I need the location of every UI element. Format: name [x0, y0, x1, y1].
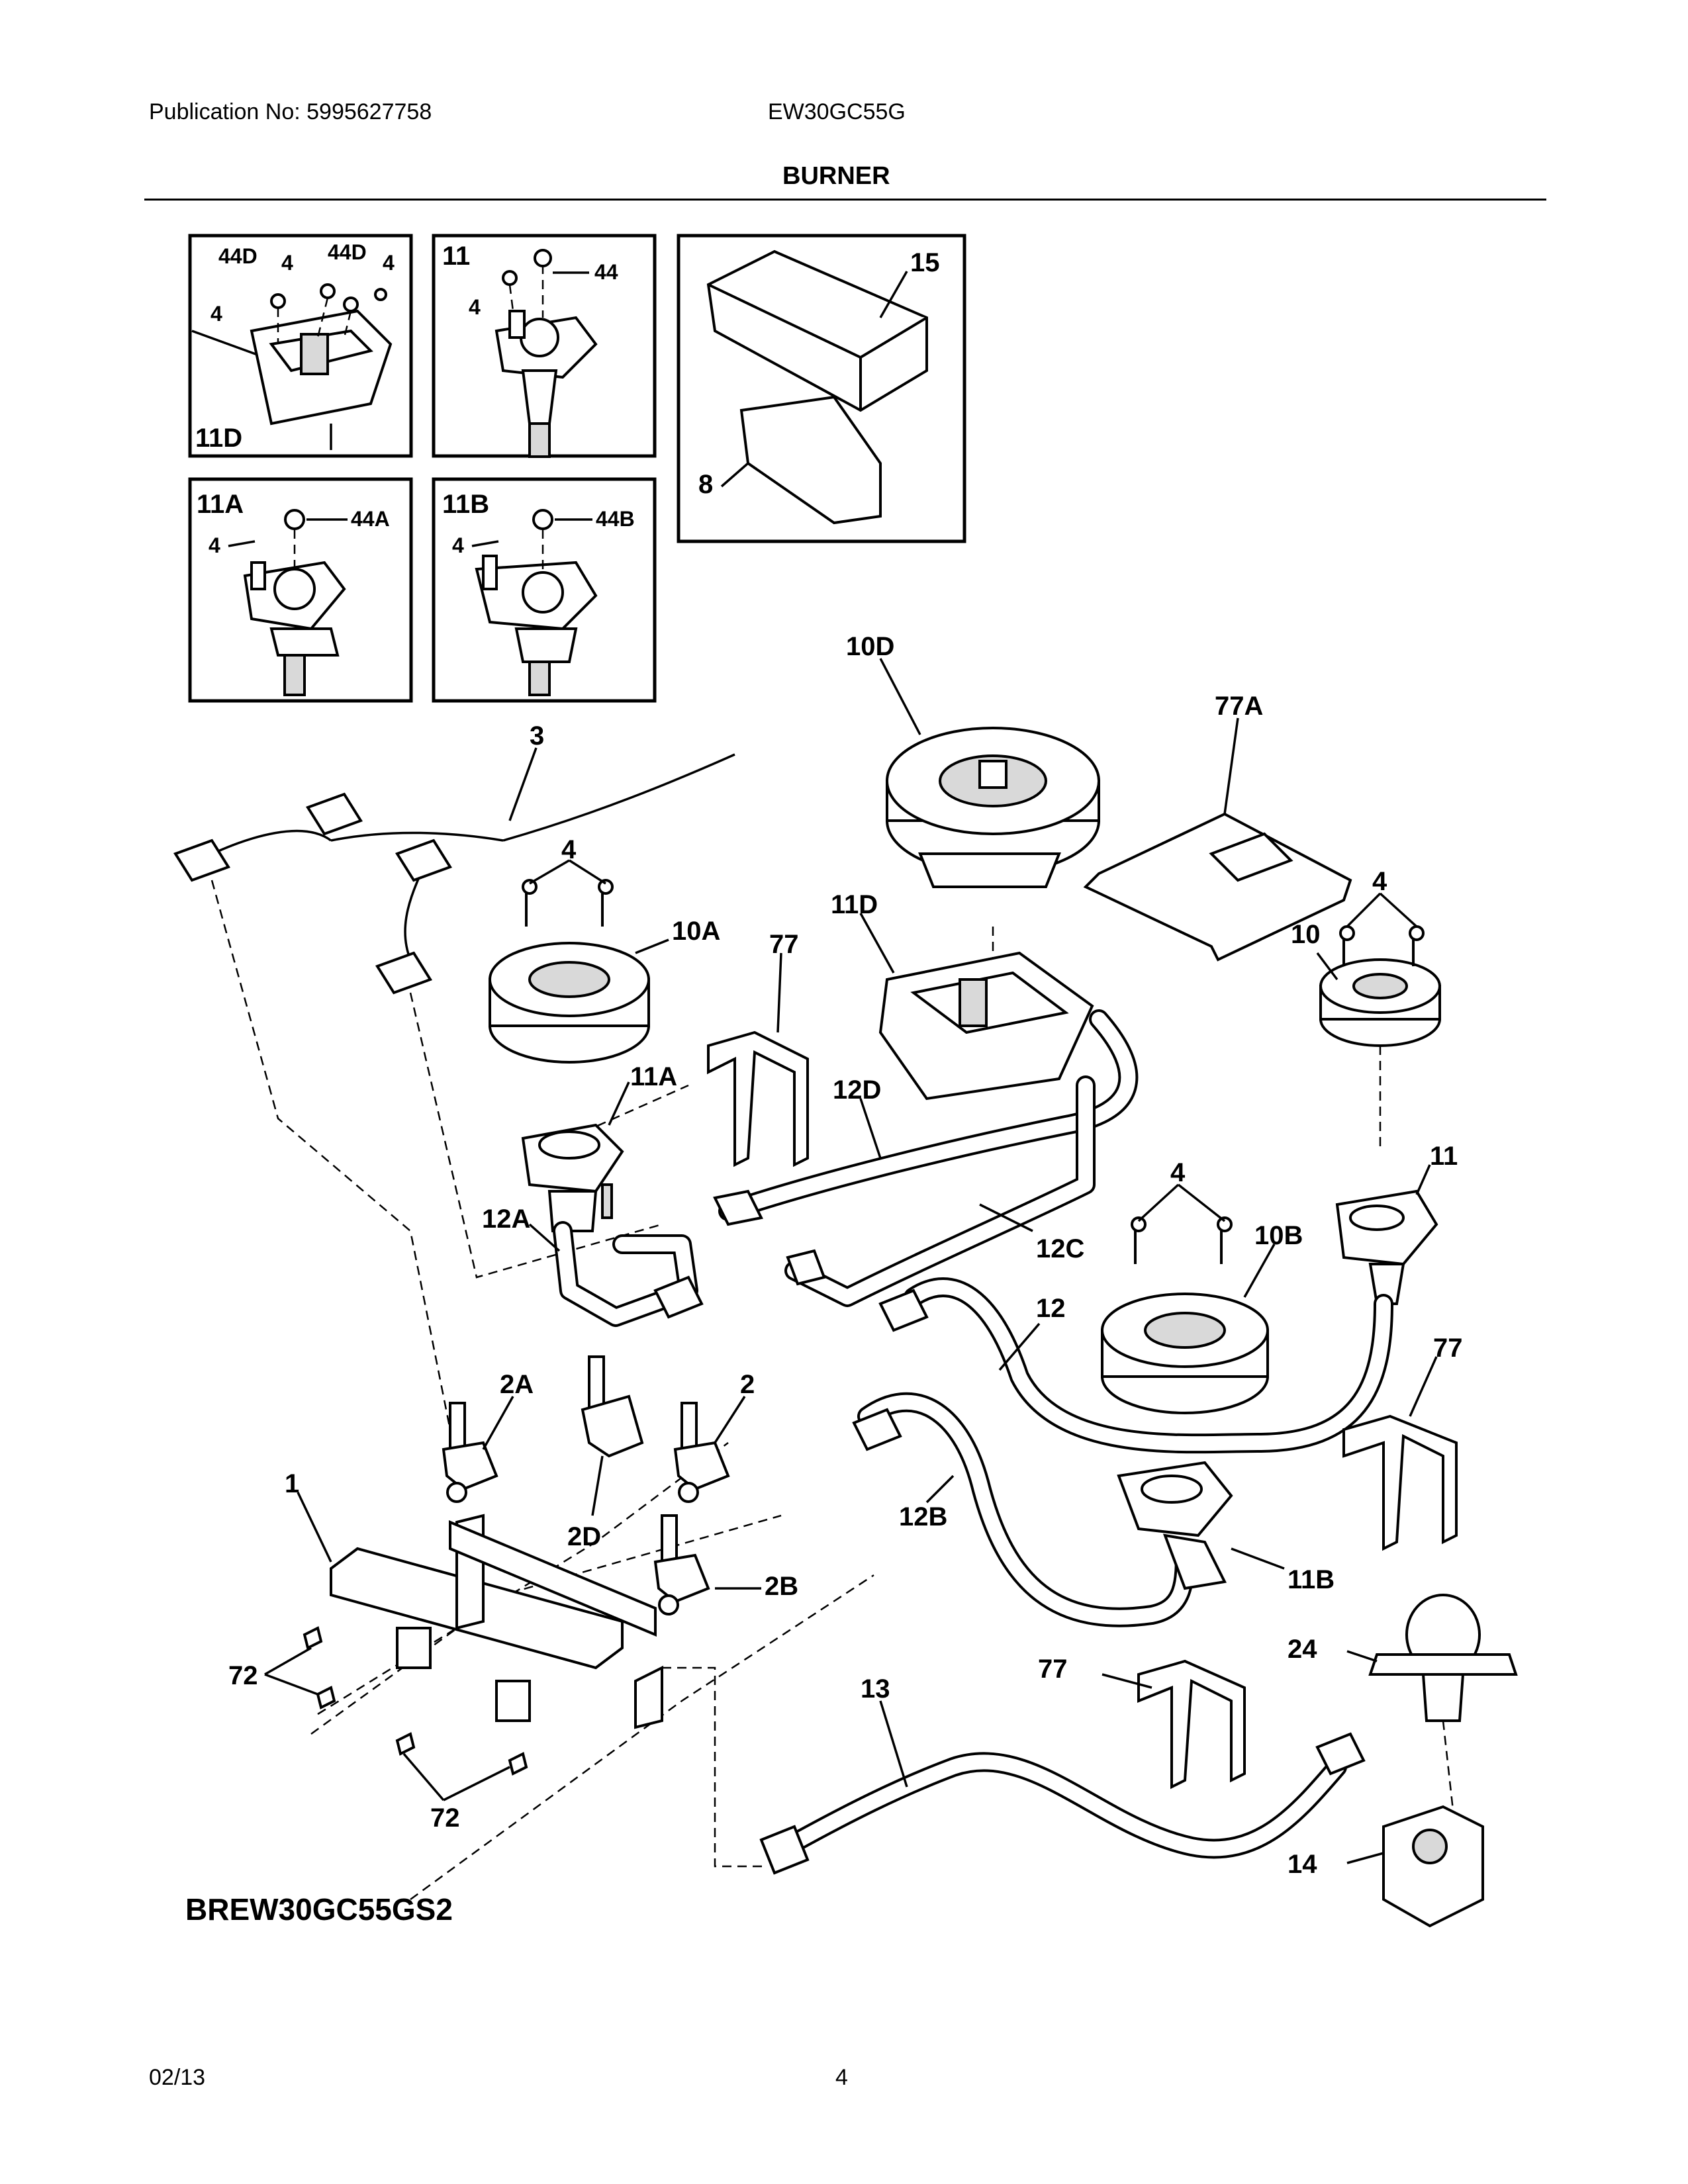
callout-10b: 10B: [1254, 1221, 1303, 1250]
callout-4: 4: [209, 533, 220, 557]
callout-12: 12: [1036, 1294, 1066, 1323]
shield-77a: 77A: [1083, 692, 1352, 962]
tube-12a: 12A: [482, 1205, 704, 1327]
callout-11d: 11D: [831, 890, 878, 919]
callout-11a: 11A: [630, 1062, 677, 1091]
callout-12a: 12A: [482, 1205, 530, 1234]
callout-4: 4: [452, 533, 464, 557]
callout-44d: 44D: [328, 240, 367, 264]
callout-4: 4: [1372, 867, 1387, 896]
callout-2: 2: [740, 1370, 755, 1399]
callout-2a: 2A: [500, 1370, 534, 1399]
burner-base-10a: 4 10A: [489, 835, 720, 1064]
inset-11: 11 44 4: [432, 234, 657, 458]
housing-11d: 11D: [831, 890, 1094, 1101]
inset-15-8: 15 8: [677, 234, 966, 543]
burner-10b: 4 10B: [1101, 1158, 1303, 1414]
callout-72: 72: [228, 1661, 258, 1690]
callout-3: 3: [530, 721, 544, 751]
tube-12b-and-seat-11b: 12B 11B: [852, 1392, 1335, 1627]
valve-seat-11: 11: [1335, 1142, 1458, 1305]
regulator-14: 14: [1288, 1805, 1484, 1928]
callout-15: 15: [910, 248, 940, 277]
callout-77: 77: [769, 930, 799, 959]
callout-12d: 12D: [833, 1075, 881, 1105]
diagram-code: BREW30GC55GS2: [185, 1892, 453, 1927]
inset-11b: 11B 44B 4: [432, 477, 657, 703]
footer-date: 02/13: [149, 2065, 206, 2090]
bracket-77-bottom: 77: [1038, 1655, 1246, 1790]
screws-72: 72 72: [228, 1626, 528, 1833]
callout-10: 10: [1291, 920, 1321, 949]
callout-11b: 11B: [1288, 1565, 1335, 1594]
callout-11d: 11D: [195, 424, 242, 453]
callout-4: 4: [383, 251, 395, 275]
model-number: EW30GC55G: [768, 99, 906, 124]
callout-10d: 10D: [846, 632, 894, 661]
footer-page: 4: [835, 2065, 848, 2090]
callout-4: 4: [211, 302, 222, 326]
callout-44a: 44A: [351, 507, 390, 531]
wire-harness: 3: [173, 721, 735, 995]
callout-10a: 10A: [672, 917, 720, 946]
callout-2b: 2B: [765, 1572, 798, 1601]
callout-11b: 11B: [442, 490, 489, 519]
publication-number: Publication No: 5995627758: [149, 99, 432, 124]
callout-14: 14: [1288, 1850, 1317, 1879]
header-rule: [144, 199, 1546, 201]
inset-11a: 11A 44A 4: [188, 477, 413, 703]
callout-1: 1: [285, 1469, 299, 1498]
valves: 2A 2 2D 2B: [442, 1355, 798, 1615]
valve-seat-11a: 11A: [521, 1062, 677, 1232]
callout-11a: 11A: [197, 490, 244, 519]
tube-13: 13: [759, 1674, 1366, 1875]
bracket-77-left: 77: [707, 930, 809, 1167]
tube-12: 12: [878, 1277, 1393, 1454]
callout-72: 72: [430, 1803, 460, 1833]
regulator-24: 24: [1288, 1594, 1518, 1722]
callout-44b: 44B: [596, 507, 635, 531]
callout-77a: 77A: [1215, 692, 1263, 721]
callout-4: 4: [1170, 1158, 1186, 1187]
callout-12c: 12C: [1036, 1234, 1084, 1263]
callout-77: 77: [1433, 1334, 1463, 1363]
callout-2d: 2D: [567, 1522, 601, 1551]
callout-11: 11: [1430, 1142, 1458, 1171]
callout-24: 24: [1288, 1635, 1317, 1664]
callout-4: 4: [469, 295, 481, 319]
callout-77: 77: [1038, 1655, 1068, 1684]
callout-44: 44: [594, 260, 618, 284]
burner-10: 4 10: [1291, 867, 1441, 1047]
tube-12d-12c: 12D 12C: [713, 1009, 1139, 1307]
callout-11: 11: [442, 242, 470, 271]
inset-11d: 44D 4 44D 4 4 11D: [188, 234, 413, 458]
callout-44d: 44D: [218, 244, 258, 268]
callout-4: 4: [561, 835, 577, 864]
callout-8: 8: [698, 470, 713, 499]
callout-4: 4: [281, 251, 293, 275]
section-title: BURNER: [782, 162, 890, 190]
manifold-1: 1: [285, 1469, 663, 1729]
callout-13: 13: [861, 1674, 890, 1704]
burner-10d: 10D: [846, 632, 1100, 888]
bracket-77-right: 77: [1342, 1334, 1463, 1551]
callout-12b: 12B: [899, 1502, 947, 1531]
